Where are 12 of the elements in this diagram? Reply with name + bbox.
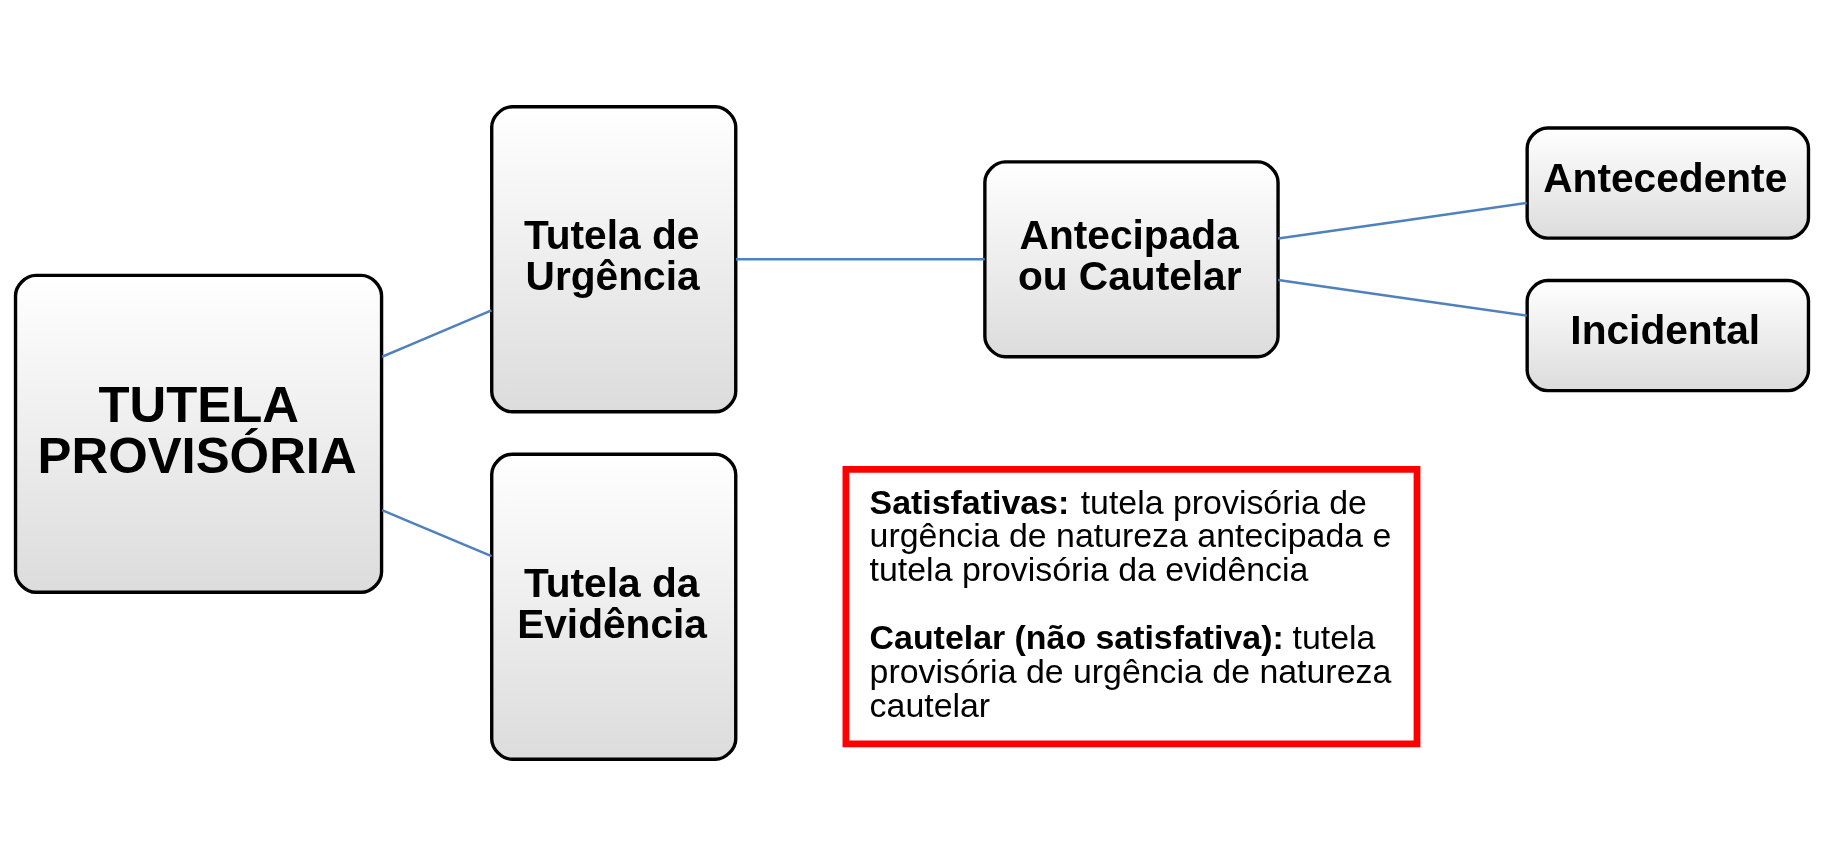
node-box: Tutela da Evidência	[490, 452, 738, 761]
node-box: Tutela de Urgência	[490, 104, 738, 413]
node-box: Antecedente	[1525, 125, 1811, 240]
node-box: Satisfativas: tutela provisória de urgência de natureza antecipada e tutela provisória da evidência Cautelar (não satisfativa): tutela provisória de urgência de natureza cautelar	[842, 465, 1421, 747]
connector	[1277, 201, 1527, 240]
connector	[1277, 278, 1527, 317]
connector	[381, 508, 492, 557]
node-box: TUTELA PROVISÓRIA	[13, 273, 384, 594]
node-box: Antecipada ou Cautelar	[983, 159, 1280, 358]
node-box: Incidental	[1525, 278, 1811, 392]
connector	[736, 257, 985, 261]
connector	[381, 308, 492, 358]
